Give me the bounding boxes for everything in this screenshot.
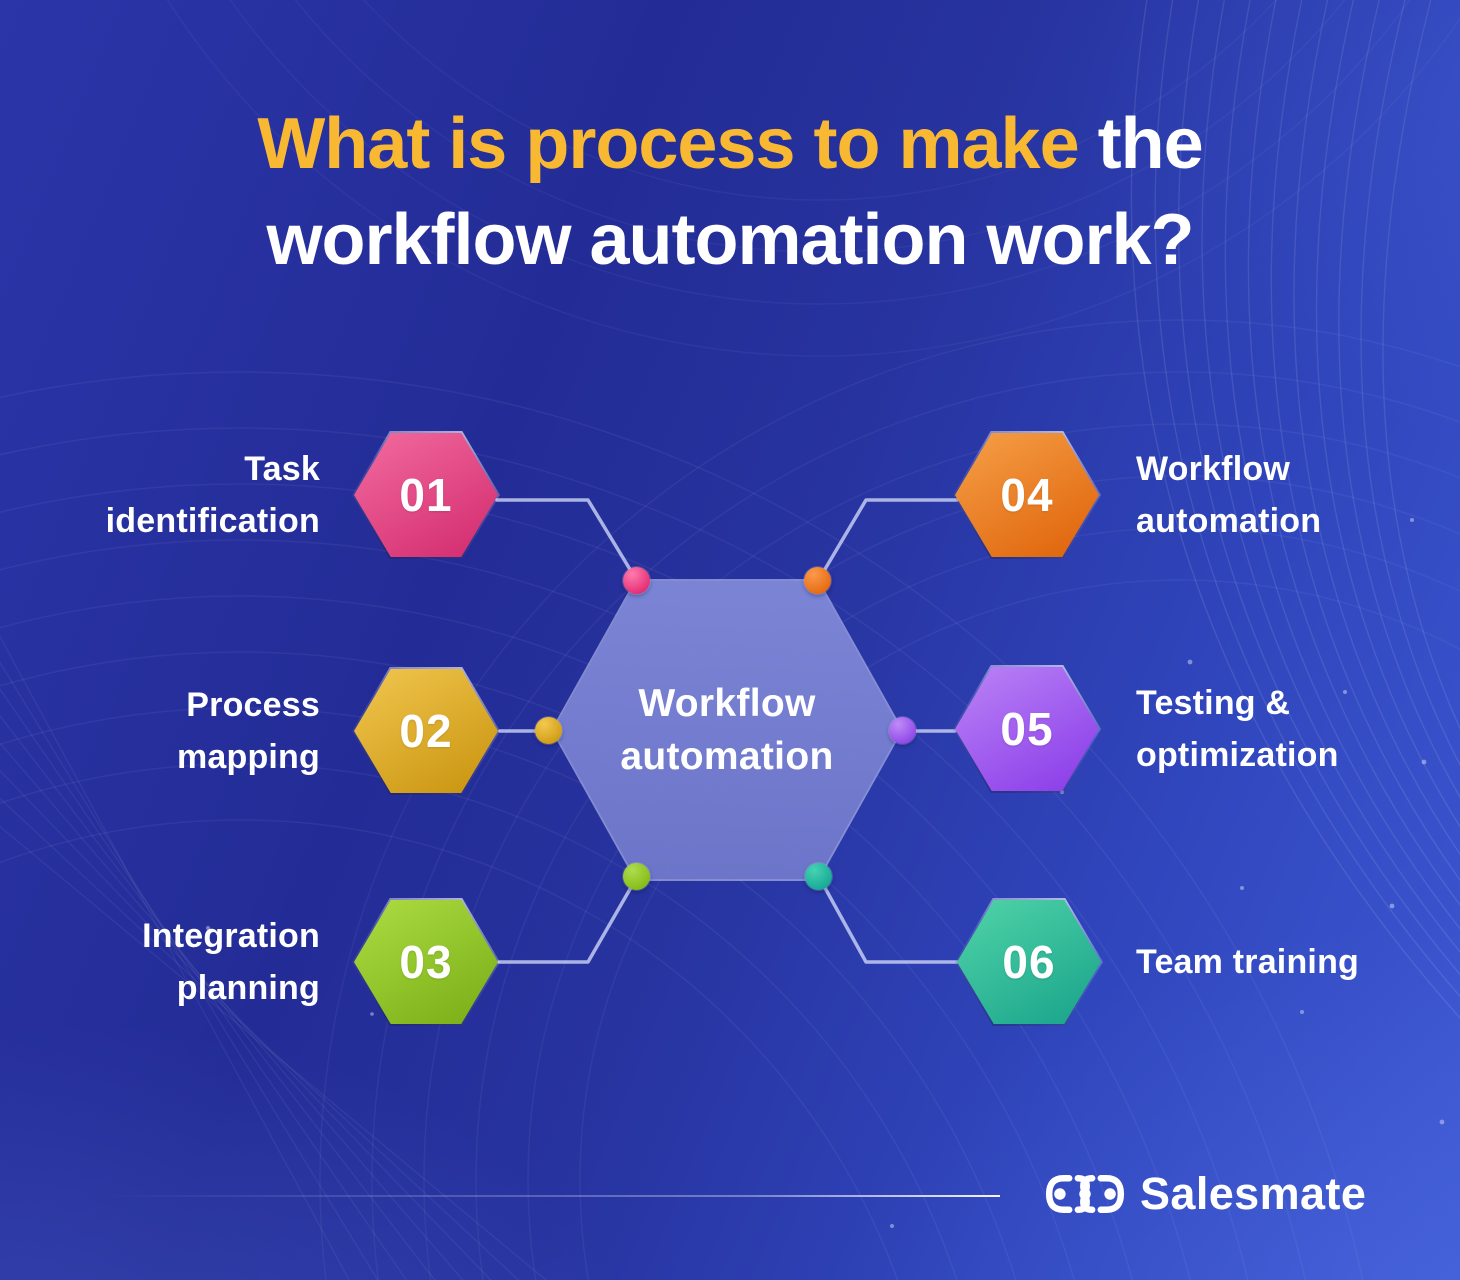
connector-step-04 (816, 498, 959, 583)
step-label-06: Team training (1136, 898, 1456, 1026)
step-label-04-line-1: Workflow (1136, 450, 1290, 488)
step-hexagon-06-fill: 06 (957, 900, 1101, 1024)
connector-step-06 (817, 875, 959, 964)
step-label-05-line-2: optimization (1136, 736, 1339, 774)
step-label-05-line-1: Testing & (1136, 684, 1291, 722)
step-hexagon-03-fill: 03 (354, 900, 498, 1024)
vertex-dot-01 (623, 567, 650, 594)
title-line-1-rest: the (1078, 104, 1204, 184)
step-label-03-line-1: Integration (142, 917, 320, 955)
title-line-2: workflow automation work? (266, 200, 1194, 280)
brand-name: Salesmate (1140, 1168, 1367, 1219)
step-label-04-line-2: automation (1136, 502, 1322, 540)
step-number-05: 05 (1000, 703, 1054, 755)
brand-logo: Salesmate (1042, 1168, 1366, 1220)
step-label-01: Task identification (20, 431, 320, 559)
center-label-line-1: Workflow (638, 682, 816, 725)
vertex-dot-02 (535, 717, 562, 744)
step-number-06: 06 (1002, 936, 1056, 988)
step-hexagon-02: 02 (352, 667, 500, 795)
center-hexagon (551, 579, 903, 881)
step-number-03: 03 (399, 936, 453, 988)
step-label-03-line-2: planning (176, 969, 320, 1007)
vertex-dot-03 (623, 863, 650, 890)
step-hexagon-01: 01 (352, 431, 500, 559)
salesmate-logo-icon (1045, 1175, 1125, 1213)
connector-step-01 (495, 498, 639, 583)
step-hexagon-05: 05 (953, 665, 1101, 793)
step-label-05: Testing & optimization (1136, 665, 1456, 793)
step-number-04: 04 (1000, 469, 1054, 521)
step-hexagon-04: 04 (953, 431, 1101, 559)
step-label-01-line-2: identification (105, 502, 320, 540)
step-label-02-line-2: mapping (176, 738, 320, 776)
step-label-03: Integration planning (20, 898, 320, 1026)
step-hexagon-03: 03 (352, 898, 500, 1026)
step-hexagon-05-fill: 05 (955, 667, 1099, 791)
footer-divider-line (105, 1195, 1000, 1197)
step-label-04: Workflow automation (1136, 431, 1456, 559)
step-hexagon-04-fill: 04 (955, 433, 1099, 557)
connector-step-03 (497, 875, 639, 964)
title-line-1: What is process to make the (0, 96, 1460, 192)
page-title: What is process to make the workflow aut… (0, 96, 1460, 288)
vertex-dot-06 (805, 863, 832, 890)
step-number-02: 02 (399, 705, 453, 757)
step-hexagon-06: 06 (955, 898, 1103, 1026)
step-label-02-line-1: Process (186, 686, 320, 724)
step-label-06-line-1: Team training (1136, 943, 1360, 981)
vertex-dot-04 (804, 567, 831, 594)
vertex-dot-05 (889, 717, 916, 744)
step-label-01-line-1: Task (244, 450, 320, 488)
step-hexagon-01-fill: 01 (354, 433, 498, 557)
title-highlight: What is process to make (257, 104, 1079, 184)
step-label-02: Process mapping (20, 667, 320, 795)
center-hexagon-fill (553, 581, 901, 879)
center-label-line-2: automation (620, 735, 834, 778)
step-number-01: 01 (399, 469, 453, 521)
step-hexagon-02-fill: 02 (354, 669, 498, 793)
center-hexagon-label: Workflow automation (551, 579, 903, 881)
